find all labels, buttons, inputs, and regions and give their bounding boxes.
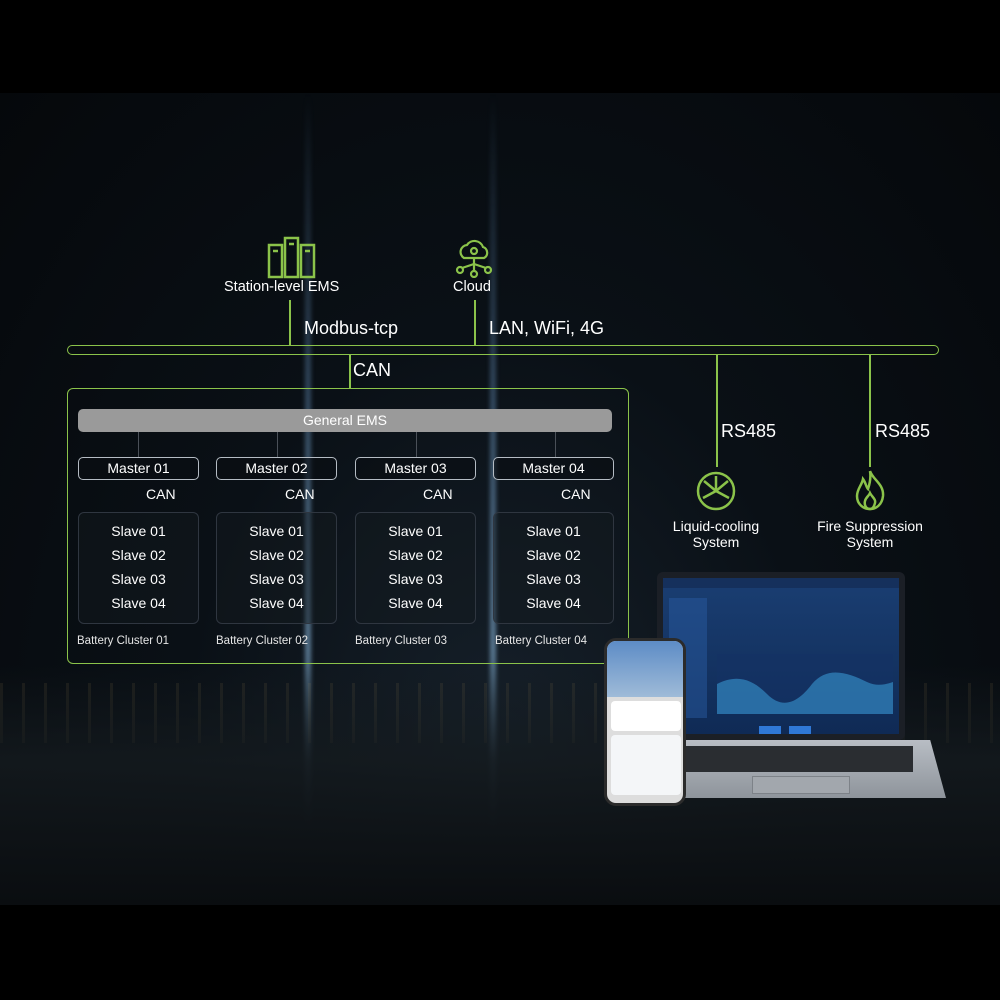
cloud-label: Cloud bbox=[453, 279, 491, 295]
station-connector bbox=[289, 300, 291, 345]
slave-item: Slave 01 bbox=[388, 523, 443, 539]
slave-item: Slave 02 bbox=[526, 547, 581, 563]
master-connector-4 bbox=[555, 432, 556, 457]
dashboard-chart-panel bbox=[717, 654, 893, 714]
can-main-label: CAN bbox=[353, 360, 392, 380]
flame-icon bbox=[851, 468, 889, 512]
master-box: Master 01 bbox=[78, 457, 199, 480]
dashboard-button bbox=[789, 726, 811, 734]
dashboard-topbar bbox=[663, 578, 899, 588]
slave-item: Slave 01 bbox=[526, 523, 581, 539]
master-connector-2 bbox=[277, 432, 278, 457]
laptop-keyboard bbox=[683, 746, 913, 772]
battery-cluster-label: Battery Cluster 03 bbox=[355, 635, 448, 647]
liquid-line1: Liquid-cooling bbox=[672, 518, 760, 534]
fire-line2: System bbox=[846, 534, 894, 550]
general-ems-bar: General EMS bbox=[78, 409, 612, 432]
laptop-dashboard bbox=[663, 578, 899, 734]
communication-bus bbox=[67, 345, 939, 355]
fire-line1: Fire Suppression bbox=[817, 518, 923, 534]
phone-stats-card bbox=[611, 701, 681, 731]
server-rack-icon bbox=[266, 235, 318, 279]
battery-cluster-label: Battery Cluster 02 bbox=[216, 635, 309, 647]
slave-item: Slave 04 bbox=[526, 595, 581, 611]
cluster-can-label: CAN bbox=[423, 486, 453, 502]
battery-cluster-label: Battery Cluster 04 bbox=[495, 635, 588, 647]
phone-diagram-card bbox=[611, 735, 681, 795]
lan-label: LAN, WiFi, 4G bbox=[489, 318, 605, 338]
master-box: Master 02 bbox=[216, 457, 337, 480]
slave-item: Slave 04 bbox=[111, 595, 166, 611]
slave-item: Slave 04 bbox=[249, 595, 304, 611]
slave-group: Slave 01 Slave 02 Slave 03 Slave 04 bbox=[493, 512, 614, 624]
station-ems-label: Station-level EMS bbox=[224, 279, 340, 295]
master-connector-1 bbox=[138, 432, 139, 457]
slave-item: Slave 03 bbox=[111, 571, 166, 587]
cluster-can-label: CAN bbox=[561, 486, 591, 502]
phone-device bbox=[604, 638, 686, 806]
slave-item: Slave 04 bbox=[388, 595, 443, 611]
laptop-device bbox=[657, 572, 905, 740]
can-connector bbox=[349, 355, 351, 388]
liquid-cooling-label: Liquid-cooling System bbox=[667, 518, 765, 550]
laptop-touchpad bbox=[752, 776, 850, 794]
ems-container bbox=[67, 388, 629, 664]
dashboard-wave bbox=[717, 672, 893, 714]
dashboard-button bbox=[759, 726, 781, 734]
slave-item: Slave 03 bbox=[388, 571, 443, 587]
slave-item: Slave 03 bbox=[526, 571, 581, 587]
rs485-connector-b bbox=[869, 355, 871, 467]
fire-suppression-label: Fire Suppression System bbox=[811, 518, 929, 550]
slave-item: Slave 02 bbox=[388, 547, 443, 563]
slave-group: Slave 01 Slave 02 Slave 03 Slave 04 bbox=[78, 512, 199, 624]
slave-item: Slave 02 bbox=[111, 547, 166, 563]
liquid-cooling-icon bbox=[695, 470, 737, 512]
cluster-can-label: CAN bbox=[146, 486, 176, 502]
cloud-connector bbox=[474, 300, 476, 345]
slave-item: Slave 03 bbox=[249, 571, 304, 587]
cluster-can-label: CAN bbox=[285, 486, 315, 502]
modbus-label: Modbus-tcp bbox=[304, 318, 399, 338]
master-box: Master 03 bbox=[355, 457, 476, 480]
cloud-network-icon bbox=[454, 238, 494, 278]
slave-item: Slave 01 bbox=[249, 523, 304, 539]
slave-group: Slave 01 Slave 02 Slave 03 Slave 04 bbox=[216, 512, 337, 624]
battery-cluster-label: Battery Cluster 01 bbox=[77, 635, 170, 647]
slave-group: Slave 01 Slave 02 Slave 03 Slave 04 bbox=[355, 512, 476, 624]
rs485-label-b: RS485 bbox=[875, 421, 931, 441]
rs485-connector-a bbox=[716, 355, 718, 467]
slave-item: Slave 01 bbox=[111, 523, 166, 539]
slave-item: Slave 02 bbox=[249, 547, 304, 563]
phone-header-image bbox=[607, 641, 683, 697]
liquid-line2: System bbox=[692, 534, 740, 550]
rs485-label-a: RS485 bbox=[721, 421, 777, 441]
master-connector-3 bbox=[416, 432, 417, 457]
master-box: Master 04 bbox=[493, 457, 614, 480]
